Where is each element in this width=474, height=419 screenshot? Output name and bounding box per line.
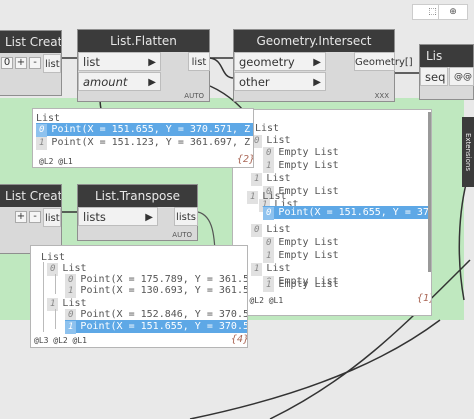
tree-line (55, 309, 56, 329)
node-title: List Create (0, 185, 61, 207)
list-levels: @L2 @L1 (39, 157, 73, 166)
extensions-tab[interactable]: Extensions (462, 117, 474, 187)
remove-input-button[interactable]: - (29, 57, 41, 69)
add-input-button[interactable]: + (15, 211, 27, 223)
tree-line (55, 274, 56, 294)
arrow-right-icon: ▶ (148, 77, 156, 88)
list-create-node-2[interactable]: List Create + - list (0, 184, 62, 254)
remove-input-button[interactable]: - (29, 211, 41, 223)
list-output-port[interactable]: list (188, 52, 210, 71)
list-item: List (255, 123, 280, 134)
other-input-port[interactable]: other ▶ (234, 72, 326, 91)
tree-line (43, 262, 44, 332)
node-title: List.Flatten (78, 30, 209, 52)
port-label: other (239, 75, 270, 89)
node-title: List Create (0, 31, 61, 53)
item-count: {4} (231, 334, 248, 345)
arrow-right-icon: ▶ (313, 57, 321, 68)
lacing-badge: XXX (374, 92, 389, 100)
list-flatten-node[interactable]: List.Flatten list ▶ amount ▶ list AUTO (77, 29, 210, 102)
arrow-right-icon: ▶ (313, 77, 321, 88)
input-count-value: 0 (1, 57, 13, 69)
list-levels: L3 @L2 @L1 (235, 296, 284, 305)
port-label: amount (83, 75, 128, 89)
list-input-port[interactable]: list ▶ (78, 52, 161, 71)
add-input-button[interactable]: + (15, 57, 27, 69)
amount-input-port[interactable]: amount ▶ (78, 72, 161, 91)
port-label: lists (83, 210, 106, 224)
geometry-output-port[interactable]: Geometry[] (354, 52, 413, 71)
node-title: Geometry.Intersect (234, 30, 394, 52)
node-title: Lis (420, 45, 473, 67)
list-create-node-1[interactable]: List Create 0 + - list (0, 30, 62, 96)
item-count: {1} (417, 293, 431, 304)
scrollbar[interactable] (428, 112, 431, 272)
list-levels: @L3 @L2 @L1 (34, 336, 87, 345)
list-output-port[interactable]: list (43, 54, 61, 73)
port-label: geometry (239, 55, 295, 69)
lacing-badge: AUTO (172, 231, 192, 239)
seq-input-port[interactable]: seq (420, 67, 448, 86)
lacing-badge: AUTO (184, 92, 204, 100)
list-node-partial[interactable]: Lis seq @@ (419, 44, 474, 100)
lists-input-port[interactable]: lists ▶ (78, 207, 158, 226)
lists-output-port[interactable]: lists (174, 207, 198, 226)
port-value: @@ (449, 67, 474, 86)
arrow-right-icon: ▶ (145, 212, 153, 223)
geometry-intersect-node[interactable]: Geometry.Intersect geometry ▶ other ▶ Geom… (233, 29, 413, 102)
node-title: List.Transpose (78, 185, 197, 207)
list-output-port[interactable]: list (43, 208, 61, 227)
list-transpose-node[interactable]: List.Transpose lists ▶ lists AUTO (77, 184, 198, 241)
port-label: list (83, 55, 100, 69)
zoom-icon[interactable]: ⊕ (438, 4, 468, 20)
item-count: {2} (237, 154, 254, 165)
arrow-right-icon: ▶ (148, 57, 156, 68)
geometry-input-port[interactable]: geometry ▶ (234, 52, 326, 71)
list-item: List (41, 252, 66, 263)
list-root: List (36, 113, 61, 124)
